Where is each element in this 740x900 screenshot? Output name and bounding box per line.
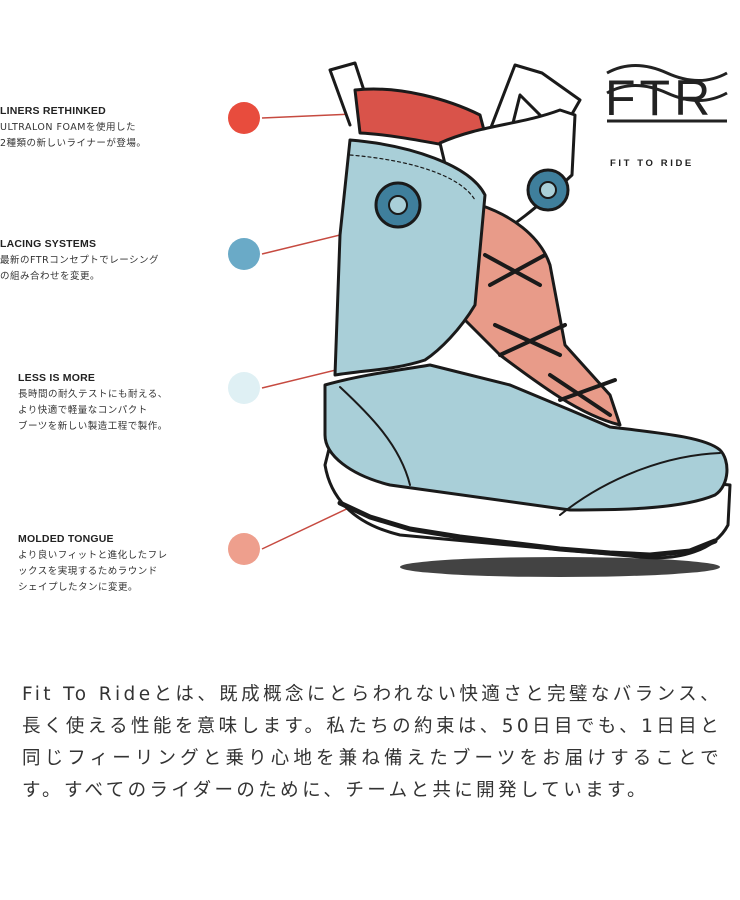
- feature-lacing: LACING SYSTEMS 最新のFTRコンセプトでレーシング の組み合わせを…: [0, 238, 230, 285]
- shell-seam: [339, 386, 411, 486]
- feature-molded-tongue: MOLDED TONGUE より良いフィットと進化したフレ ックスを実現するため…: [18, 533, 248, 596]
- feature-title: MOLDED TONGUE: [18, 533, 114, 545]
- lower-shell: [323, 363, 729, 512]
- feature-desc: より良いフィットと進化したフレ ックスを実現するためラウンド シェイプしたタンに…: [18, 550, 168, 593]
- upper-shell: [333, 138, 487, 377]
- brand-description: Fit To Rideとは、既成概念にとらわれない快適さと完璧なバランス、長く使…: [22, 683, 722, 801]
- wave-top: [606, 64, 728, 82]
- laces: [483, 253, 617, 417]
- ftr-logo-letters: FTR: [605, 70, 715, 126]
- tongue-marker-dot: [228, 533, 260, 565]
- wave-bottom: [606, 84, 728, 102]
- feature-desc: 最新のFTRコンセプトでレーシング の組み合わせを変更。: [0, 255, 160, 282]
- ftr-tagline: FIT TO RIDE: [610, 158, 694, 169]
- shell-top-stitch: [349, 154, 476, 201]
- lacing-marker-dot: [228, 238, 260, 270]
- feature-desc: 長時間の耐久テストにも耐える、 より快適で軽量なコンパクト ブーツを新しい製造工…: [18, 389, 168, 432]
- feature-desc: ULTRALON FOAMを使用した 2種類の新しいライナーが登場。: [0, 122, 147, 149]
- front-dial-center: [539, 181, 557, 199]
- feature-liners: LINERS RETHINKED ULTRALON FOAMを使用した 2種類の…: [0, 105, 230, 152]
- tongue-salmon: [458, 203, 622, 427]
- less-is-more-marker-dot: [228, 372, 260, 404]
- side-dial-center: [388, 195, 408, 215]
- snowboard-boot-illustration: [323, 61, 732, 577]
- feature-title: LESS IS MORE: [18, 372, 96, 384]
- feature-title: LACING SYSTEMS: [0, 238, 97, 250]
- ftr-logo-waves: [606, 64, 728, 123]
- feature-title: LINERS RETHINKED: [0, 105, 106, 117]
- sole-tread: [337, 500, 718, 558]
- feature-less-is-more: LESS IS MORE 長時間の耐久テストにも耐える、 より快適で軽量なコンパ…: [18, 372, 248, 435]
- liners-marker-dot: [228, 102, 260, 134]
- boot-shadow: [400, 557, 720, 577]
- shell-seam-toe: [559, 452, 721, 516]
